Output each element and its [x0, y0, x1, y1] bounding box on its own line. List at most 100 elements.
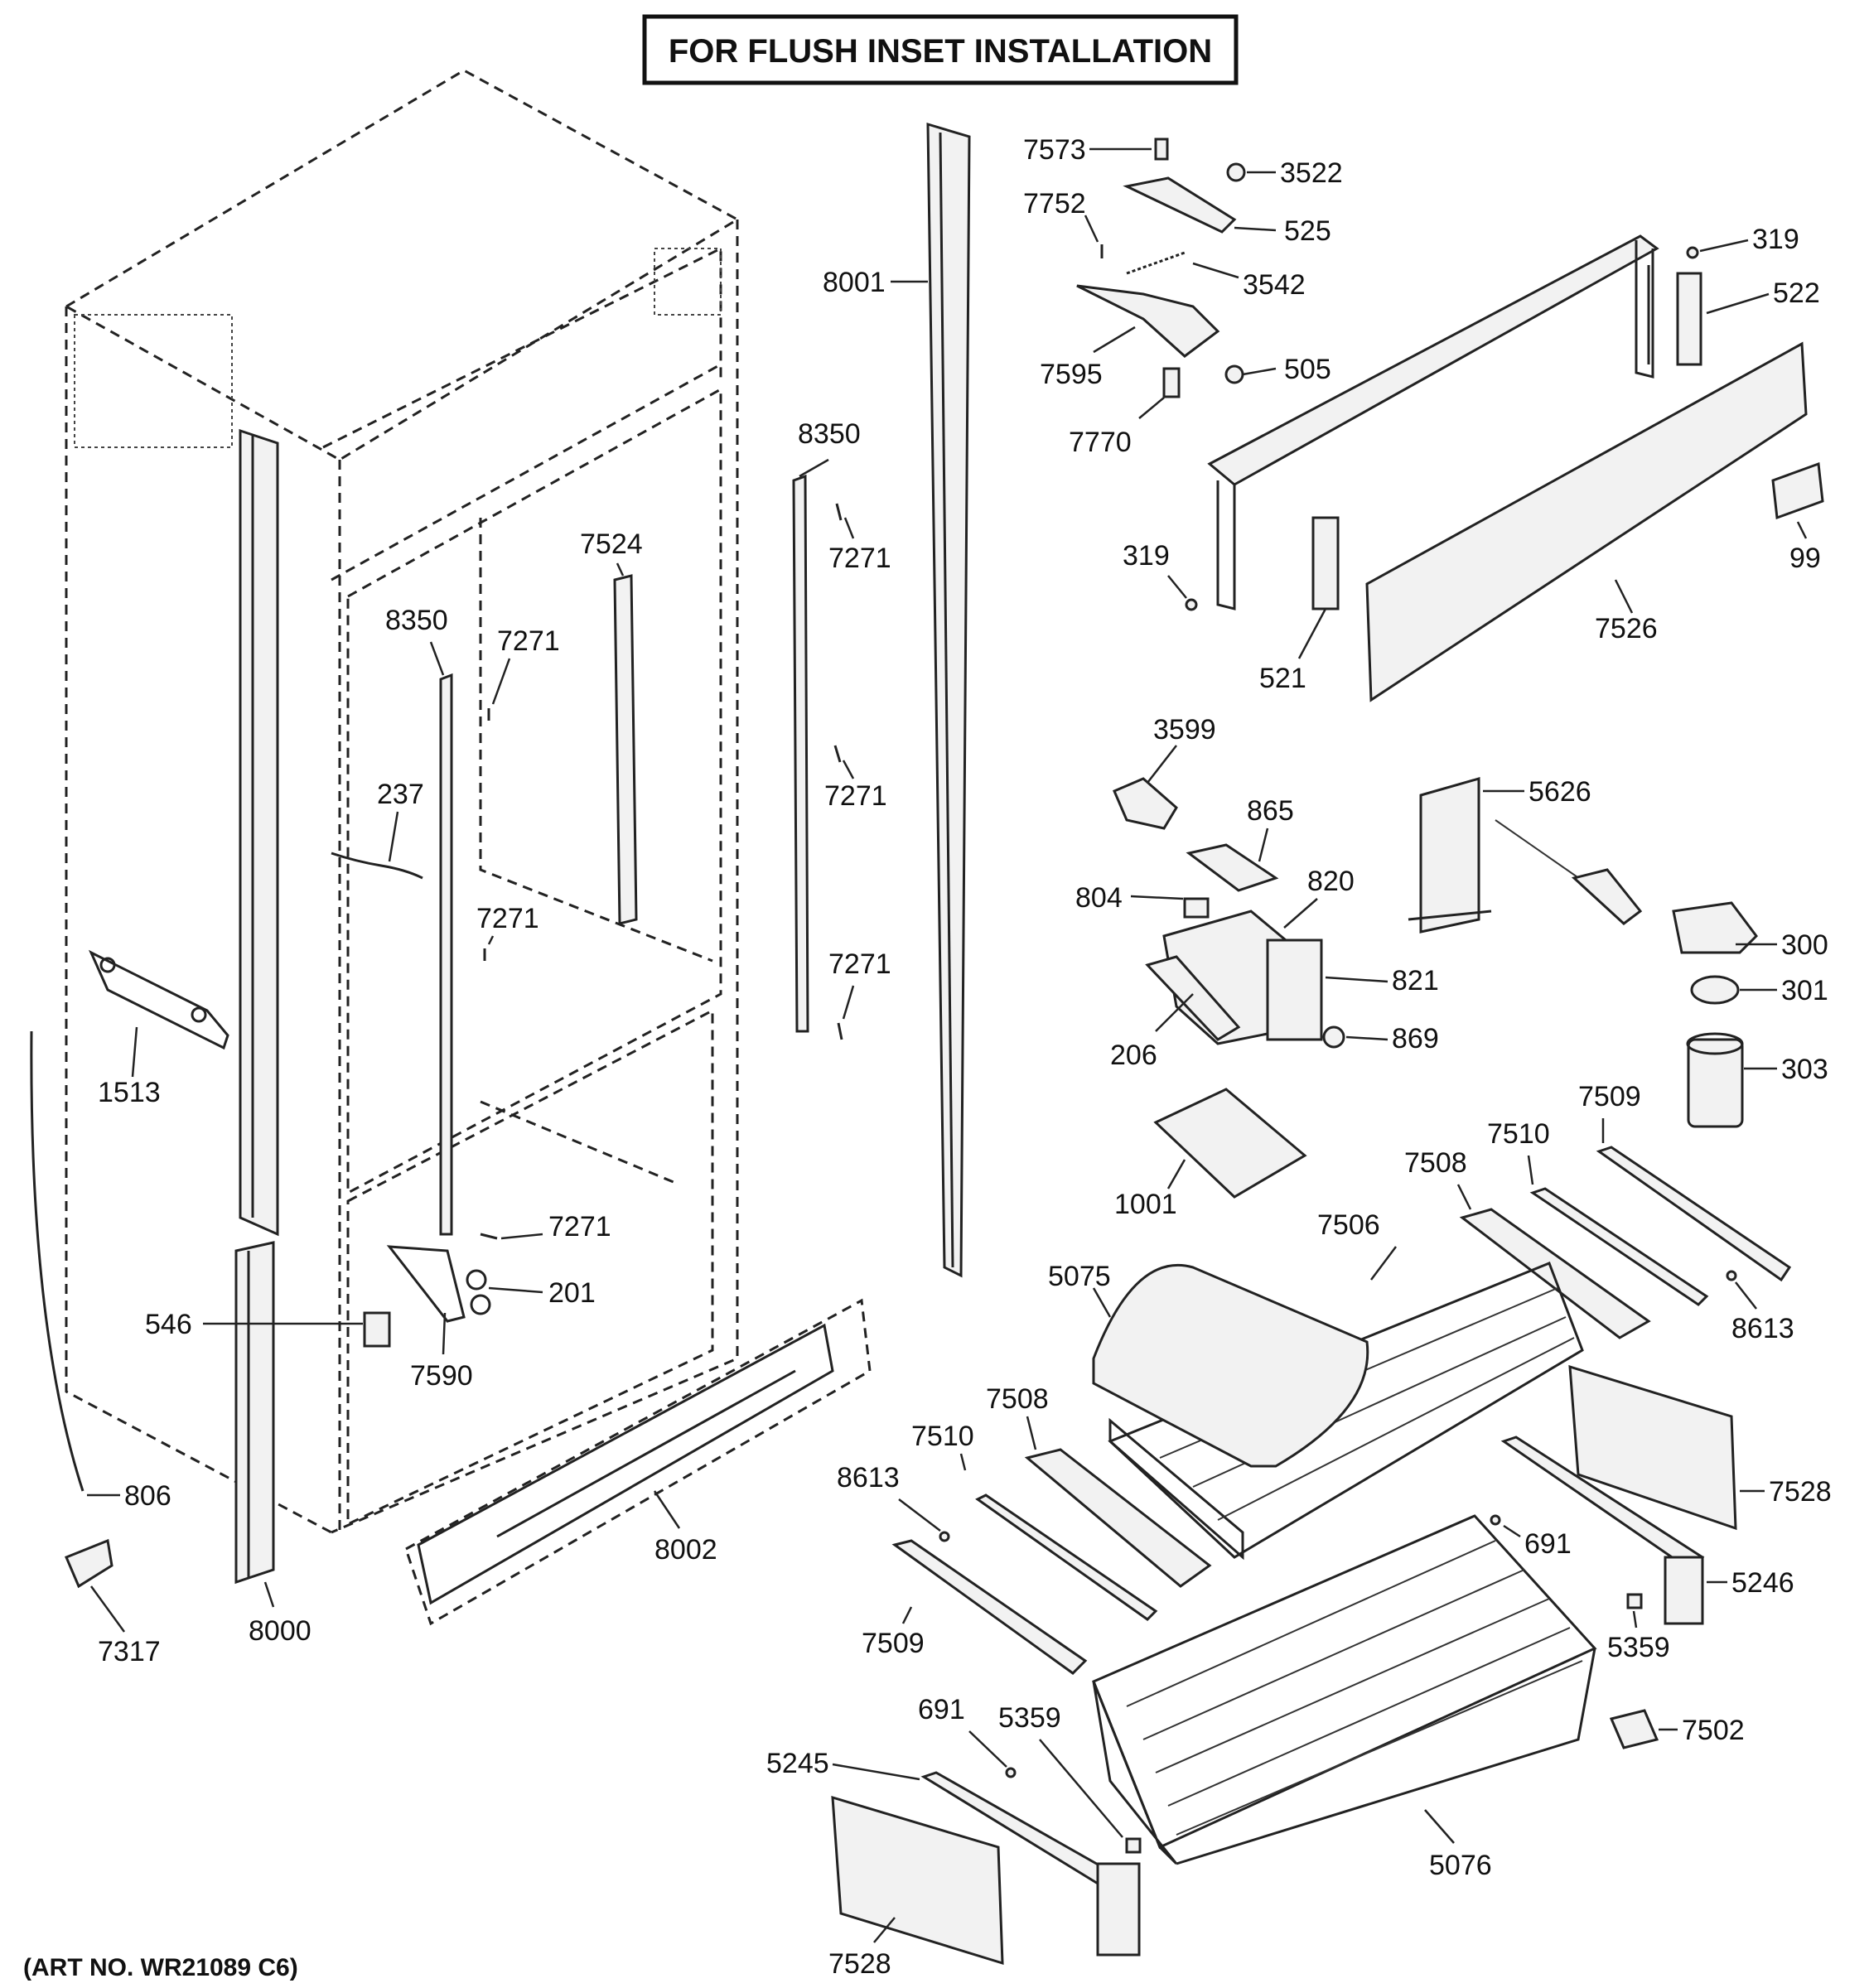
part-7526-header-panel: 7526 — [1365, 341, 1808, 702]
part-7508-left-guide: 7508 — [986, 1383, 1212, 1588]
part-8000-rail: 8000 — [234, 428, 312, 1647]
label-301: 301 — [1781, 975, 1828, 1006]
label-7595: 7595 — [1040, 359, 1103, 390]
label-5076: 5076 — [1429, 1850, 1492, 1881]
label-7510-a: 7510 — [1487, 1118, 1550, 1150]
label-7752: 7752 — [1023, 188, 1086, 220]
label-8350-inner: 8350 — [385, 605, 448, 636]
label-7502: 7502 — [1682, 1715, 1745, 1746]
part-206-ejector: 206 — [1110, 955, 1241, 1071]
label-7524: 7524 — [580, 528, 643, 560]
part-5076-lower-basket: 5076 — [1092, 1514, 1597, 1881]
cabinet-vent-grille — [74, 248, 722, 448]
label-7770: 7770 — [1069, 427, 1132, 458]
part-7528-right-panel: 7528 — [1568, 1364, 1832, 1531]
label-7528-b: 7528 — [828, 1948, 891, 1980]
part-8350-inner-rail: 8350 — [385, 605, 453, 1236]
label-5626: 5626 — [1529, 776, 1591, 808]
label-8613-a: 8613 — [1731, 1313, 1794, 1344]
part-99-nameplate: 99 — [1771, 461, 1824, 574]
label-521: 521 — [1259, 663, 1306, 694]
grille-slots — [496, 1369, 796, 1538]
part-237-wire: 237 — [331, 779, 424, 880]
label-7509-b: 7509 — [862, 1628, 925, 1659]
label-8350-outer: 8350 — [798, 418, 861, 450]
label-1513: 1513 — [98, 1077, 161, 1108]
label-99: 99 — [1789, 543, 1821, 574]
part-691-right-pin: 691 — [1490, 1514, 1572, 1560]
part-821-housing: 821 — [1266, 939, 1439, 1041]
part-7271-pins-inside: 7271 7271 7271 — [476, 625, 611, 1242]
part-5359-left-stop: 5359 — [998, 1702, 1142, 1854]
part-300-filter-head: 300 — [1495, 819, 1828, 961]
part-7509-right-slide: 7509 — [1578, 1081, 1792, 1282]
label-7271-c: 7271 — [476, 903, 539, 934]
part-691-left-pin: 691 — [918, 1694, 1017, 1778]
part-7524-shelf-ladder: 7524 — [580, 528, 643, 925]
part-869-fitting: 869 — [1322, 1023, 1439, 1054]
part-303-filter-cartridge: 303 — [1686, 1032, 1828, 1128]
part-546-switch: 546 — [145, 1309, 391, 1348]
label-7510-b: 7510 — [911, 1421, 974, 1452]
label-303: 303 — [1781, 1054, 1828, 1085]
part-1001-slide-bracket: 1001 — [1114, 1088, 1307, 1220]
label-7506: 7506 — [1317, 1209, 1380, 1241]
label-237: 237 — [377, 779, 424, 810]
label-7573: 7573 — [1023, 134, 1086, 166]
label-319-b: 319 — [1123, 540, 1170, 572]
label-5246: 5246 — [1731, 1567, 1794, 1599]
label-206: 206 — [1110, 1040, 1157, 1071]
label-7508-a: 7508 — [1404, 1147, 1467, 1179]
label-820: 820 — [1307, 866, 1355, 897]
label-869: 869 — [1392, 1023, 1439, 1054]
part-8001-trim-strip: 8001 — [823, 122, 971, 1278]
label-546: 546 — [145, 1309, 192, 1340]
label-505: 505 — [1284, 354, 1331, 385]
label-7317: 7317 — [98, 1636, 161, 1667]
label-5359-b: 5359 — [998, 1702, 1061, 1734]
part-7510-right-rail: 7510 — [1487, 1118, 1709, 1306]
label-691-a: 691 — [1524, 1528, 1572, 1560]
label-7528-a: 7528 — [1769, 1476, 1832, 1508]
part-1513-hinge-bracket: 1513 — [88, 949, 229, 1108]
label-7509-a: 7509 — [1578, 1081, 1641, 1112]
part-865-cover: 865 — [1186, 795, 1294, 892]
part-7317-clip: 7317 — [65, 1538, 161, 1667]
part-7271-pins-outer: 7271 7271 7271 — [824, 503, 891, 1040]
label-865: 865 — [1247, 795, 1294, 827]
label-201: 201 — [548, 1277, 596, 1309]
label-7271-b: 7271 — [497, 625, 560, 657]
label-7271-d: 7271 — [824, 780, 887, 812]
part-5246-rail-bracket: 5246 — [1500, 1436, 1794, 1625]
label-8613-b: 8613 — [837, 1462, 900, 1493]
part-522-bracket: 522 319 — [1676, 224, 1820, 366]
part-7528-left-panel: 7528 — [828, 1795, 1004, 1980]
label-8000: 8000 — [249, 1615, 312, 1647]
page-title: FOR FLUSH INSET INSTALLATION — [669, 33, 1212, 70]
label-5075: 5075 — [1048, 1261, 1111, 1292]
part-5626-filter-bracket: 5626 — [1408, 776, 1591, 934]
label-7271-f: 7271 — [548, 1211, 611, 1242]
label-7590: 7590 — [410, 1360, 473, 1392]
part-5359-right-stop: 5359 — [1607, 1593, 1670, 1663]
part-521-bracket: 521 319 — [1123, 516, 1340, 694]
label-522: 522 — [1773, 277, 1820, 309]
part-7590-hinge-plate: 201 7590 — [386, 1245, 596, 1392]
label-7271-a: 7271 — [828, 543, 891, 574]
part-7508-right-guide: 7508 — [1404, 1147, 1651, 1339]
basket-wire-grid-lower — [1126, 1540, 1583, 1836]
part-3599-bracket: 3599 — [1113, 714, 1216, 830]
part-8350-outer-rail: 8350 — [792, 418, 861, 1033]
label-8002: 8002 — [654, 1534, 717, 1566]
label-5359-a: 5359 — [1607, 1632, 1670, 1663]
top-hinge-assembly: 7573 3522 525 7752 3542 7595 505 7770 — [1023, 134, 1343, 458]
label-5245: 5245 — [766, 1748, 829, 1779]
label-525: 525 — [1284, 215, 1331, 247]
label-319-a: 319 — [1752, 224, 1799, 255]
label-3522: 3522 — [1280, 157, 1343, 189]
part-5245-rail-bracket: 5245 — [766, 1748, 1141, 1957]
label-7508-b: 7508 — [986, 1383, 1049, 1415]
label-691-b: 691 — [918, 1694, 965, 1725]
label-300: 300 — [1781, 929, 1828, 961]
